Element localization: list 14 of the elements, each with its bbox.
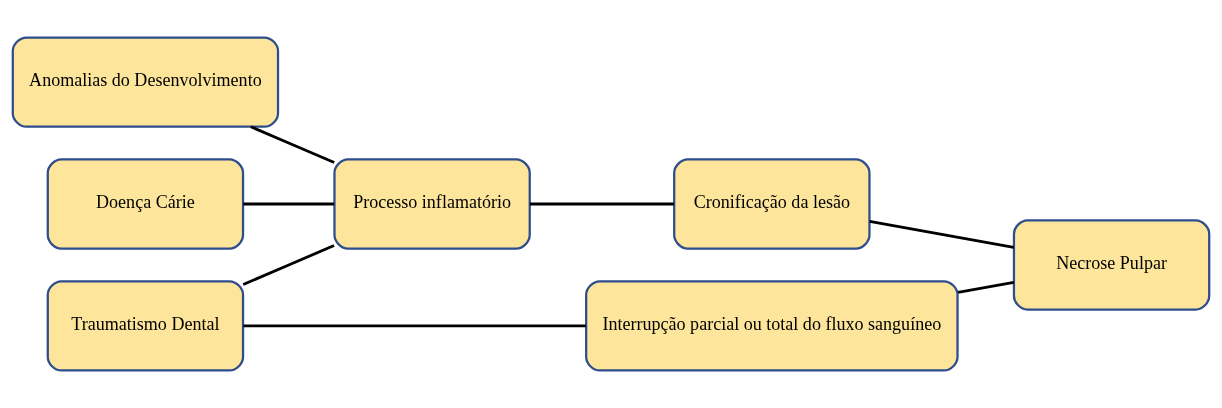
node-box: Processo inflamatório (333, 158, 531, 250)
node-box: Necrose Pulpar (1012, 219, 1211, 311)
connector (242, 244, 335, 286)
node-box: Traumatismo Dental (46, 280, 245, 372)
node-box: Cronificação da lesão (673, 158, 871, 250)
connector (529, 202, 674, 206)
connector (243, 202, 335, 206)
connector (957, 281, 1014, 294)
node-box: Doença Cárie (46, 158, 245, 250)
node-box: Anomalias do Desenvolvimento (11, 36, 280, 128)
node-box: Interrupção parcial ou total do fluxo sanguíneo (585, 280, 959, 372)
connector (243, 324, 586, 328)
connector (250, 125, 335, 164)
connector (869, 220, 1014, 249)
